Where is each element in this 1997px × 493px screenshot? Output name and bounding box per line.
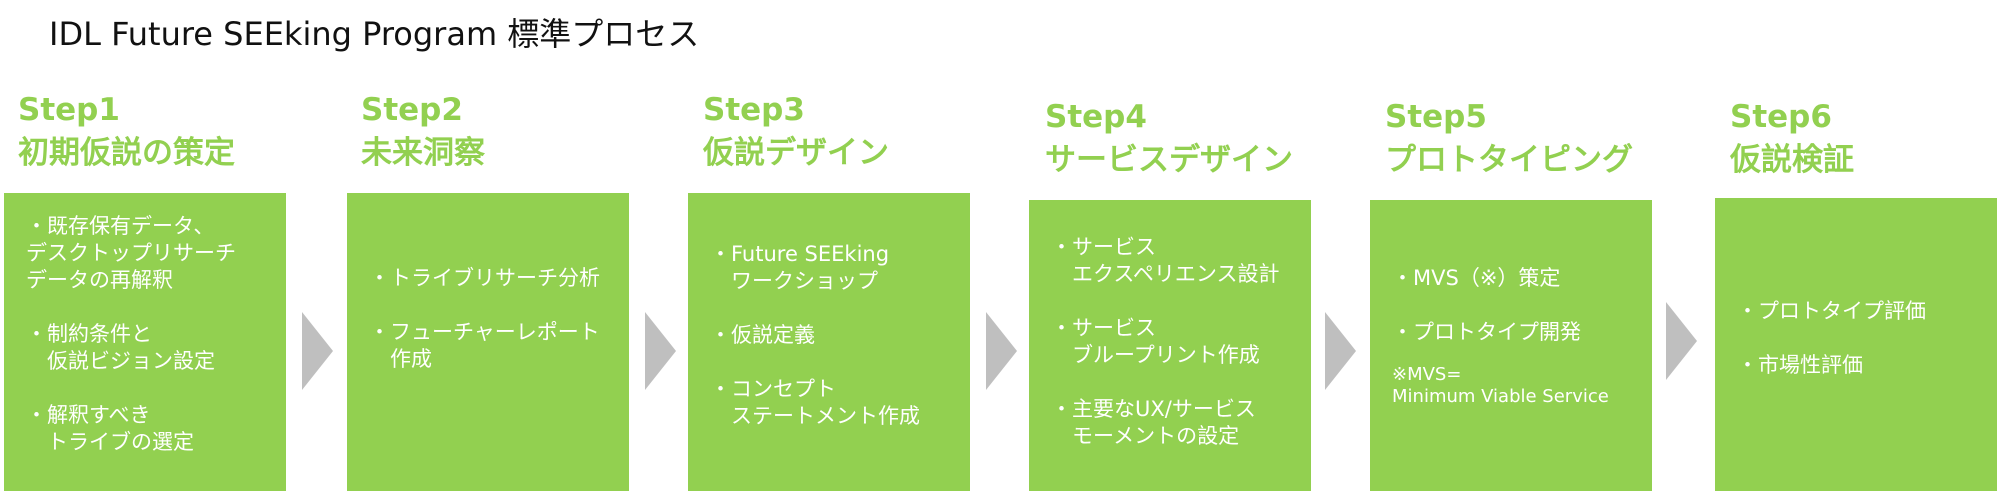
step6-heading: Step6 仮説検証 <box>1730 96 1854 182</box>
step3-box: ・Future SEEking ワークショップ ・仮説定義 ・コンセプト ステー… <box>688 193 970 491</box>
step1-name: 初期仮説の策定 <box>18 135 235 171</box>
step3-line: ・コンセプト <box>710 377 836 401</box>
step1-content: ・既存保有データ、 デスクトップリサーチ データの再解釈 ・制約条件と 仮説ビジ… <box>26 213 236 456</box>
step4-box: ・サービス エクスペリエンス設計 ・サービス ブループリント作成 ・主要なUX/… <box>1029 200 1311 491</box>
step4-line: ・サービス <box>1051 235 1156 259</box>
step3-line: ・Future SEEking <box>710 242 890 266</box>
step5-content: ・MVS（※）策定 ・プロトタイプ開発 ※MVS= Minimum Viable… <box>1392 265 1609 408</box>
step1-heading: Step1 初期仮説の策定 <box>18 89 235 175</box>
step6-line: ・市場性評価 <box>1737 353 1863 377</box>
step2-spacer <box>369 292 600 319</box>
step2-label: Step2 <box>361 92 463 128</box>
page-title: IDL Future SEEking Program 標準プロセス <box>49 15 700 53</box>
step1-line: 仮説ビジョン設定 <box>26 349 215 373</box>
step4-line: ブループリント作成 <box>1051 343 1260 367</box>
step2-box: ・トライブリサーチ分析 ・フューチャーレポート 作成 <box>347 193 629 491</box>
step-arrow-4 <box>1325 312 1356 390</box>
step-arrow-5 <box>1666 302 1697 380</box>
step4-spacer <box>1051 288 1279 315</box>
step5-box: ・MVS（※）策定 ・プロトタイプ開発 ※MVS= Minimum Viable… <box>1370 200 1652 491</box>
step1-spacer <box>26 375 236 402</box>
step3-name: 仮説デザイン <box>703 135 889 171</box>
step6-spacer <box>1737 325 1926 352</box>
step4-line: エクスペリエンス設計 <box>1051 262 1280 286</box>
step4-line: ・主要なUX/サービス <box>1051 397 1256 421</box>
step3-line: ワークショップ <box>710 269 878 293</box>
step4-content: ・サービス エクスペリエンス設計 ・サービス ブループリント作成 ・主要なUX/… <box>1051 234 1279 450</box>
step1-spacer <box>26 294 236 321</box>
step1-line: ・制約条件と <box>26 322 152 346</box>
step3-heading: Step3 仮説デザイン <box>703 89 889 175</box>
step5-note: ※MVS= <box>1392 364 1462 385</box>
step4-heading: Step4 サービスデザイン <box>1045 96 1293 182</box>
step-arrow-2 <box>645 312 676 390</box>
step1-line: ・解釈すべき <box>26 403 151 427</box>
step1-line: データの再解釈 <box>26 268 173 292</box>
step5-note: Minimum Viable Service <box>1392 386 1609 407</box>
step4-line: ・サービス <box>1051 316 1156 340</box>
step3-spacer <box>710 295 920 322</box>
step6-label: Step6 <box>1730 99 1832 135</box>
step1-line: トライブの選定 <box>26 430 194 454</box>
step3-spacer <box>710 349 920 376</box>
step1-label: Step1 <box>18 92 120 128</box>
step5-name: プロトタイピング <box>1385 142 1633 178</box>
step3-content: ・Future SEEking ワークショップ ・仮説定義 ・コンセプト ステー… <box>710 241 920 430</box>
step1-box: ・既存保有データ、 デスクトップリサーチ データの再解釈 ・制約条件と 仮説ビジ… <box>4 193 286 491</box>
step3-line: ステートメント作成 <box>710 404 920 428</box>
step5-heading: Step5 プロトタイピング <box>1385 96 1633 182</box>
step6-name: 仮説検証 <box>1730 142 1854 178</box>
step3-label: Step3 <box>703 92 805 128</box>
step2-line: 作成 <box>369 347 432 371</box>
step2-content: ・トライブリサーチ分析 ・フューチャーレポート 作成 <box>369 265 600 373</box>
step-arrow-3 <box>986 312 1017 390</box>
step6-line: ・プロトタイプ評価 <box>1737 299 1926 323</box>
step5-label: Step5 <box>1385 99 1487 135</box>
step3-line: ・仮説定義 <box>710 323 815 347</box>
step-arrow-1 <box>302 312 333 390</box>
step4-line: モーメントの設定 <box>1051 424 1240 448</box>
step5-line: ・MVS（※）策定 <box>1392 266 1561 290</box>
step5-spacer <box>1392 292 1609 319</box>
step4-name: サービスデザイン <box>1045 142 1293 178</box>
step1-line: ・既存保有データ、 <box>26 214 215 238</box>
step1-line: デスクトップリサーチ <box>26 241 236 265</box>
step6-content: ・プロトタイプ評価 ・市場性評価 <box>1737 298 1926 379</box>
step6-box: ・プロトタイプ評価 ・市場性評価 <box>1715 198 1997 491</box>
step5-line: ・プロトタイプ開発 <box>1392 320 1581 344</box>
step2-name: 未来洞察 <box>361 135 485 171</box>
step4-spacer <box>1051 369 1279 396</box>
step2-line: ・フューチャーレポート <box>369 320 600 344</box>
step4-label: Step4 <box>1045 99 1147 135</box>
step2-line: ・トライブリサーチ分析 <box>369 266 600 290</box>
step5-spacer <box>1392 346 1609 364</box>
step2-heading: Step2 未来洞察 <box>361 89 485 175</box>
